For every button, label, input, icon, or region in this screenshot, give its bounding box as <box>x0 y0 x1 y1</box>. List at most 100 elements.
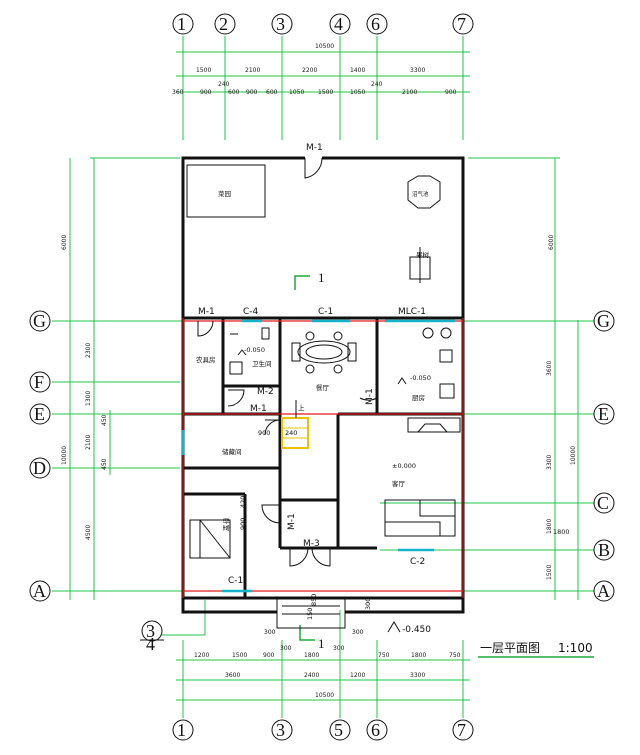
svg-text:2200: 2200 <box>302 67 317 74</box>
svg-text:360: 360 <box>172 89 184 96</box>
svg-text:一层平面图: 一层平面图 <box>480 641 540 655</box>
svg-text:240: 240 <box>285 429 297 437</box>
svg-text:1200: 1200 <box>350 672 365 679</box>
svg-text:10500: 10500 <box>315 43 334 50</box>
svg-text:1: 1 <box>318 636 325 651</box>
svg-text:M-2: M-2 <box>257 387 274 397</box>
svg-text:3300: 3300 <box>410 672 425 679</box>
svg-text:厨房: 厨房 <box>412 393 425 402</box>
door-swings <box>197 157 378 567</box>
svg-text:卧室: 卧室 <box>222 518 231 532</box>
svg-text:农具房: 农具房 <box>196 355 216 364</box>
svg-text:10500: 10500 <box>315 692 334 699</box>
svg-text:M-3: M-3 <box>303 539 320 549</box>
svg-text:1800: 1800 <box>304 652 319 659</box>
svg-text:6: 6 <box>371 720 380 740</box>
svg-text:10000: 10000 <box>570 446 577 465</box>
svg-text:3600: 3600 <box>225 672 240 679</box>
side-dimension-lines <box>69 158 579 600</box>
svg-text:果树: 果树 <box>416 250 430 259</box>
svg-text:300: 300 <box>333 645 345 652</box>
axis-label: 1 <box>177 14 186 34</box>
dining-table <box>291 331 357 374</box>
svg-text:C-1: C-1 <box>228 576 243 586</box>
svg-text:M-1: M-1 <box>198 307 215 317</box>
svg-text:900: 900 <box>258 429 270 437</box>
svg-text:A: A <box>33 581 46 601</box>
horizontal-grid-lines <box>52 157 600 592</box>
svg-text:沼气池: 沼气池 <box>412 190 429 198</box>
stair: 240 上 <box>281 400 309 449</box>
toilet-fixtures <box>229 327 270 375</box>
svg-text:850: 850 <box>310 594 318 606</box>
axis-label: 7 <box>457 14 466 34</box>
svg-text:2100: 2100 <box>85 435 92 450</box>
svg-text:900: 900 <box>263 652 275 659</box>
windows <box>181 319 455 593</box>
bottom-dimension-text: 1200 1500 900 300 1800 300 750 1800 750 … <box>194 629 461 699</box>
svg-text:-0.050: -0.050 <box>244 346 265 354</box>
axis-label: 6 <box>371 14 380 34</box>
svg-text:450: 450 <box>101 458 108 470</box>
svg-text:240: 240 <box>218 81 230 88</box>
svg-text:7: 7 <box>457 720 466 740</box>
svg-text:3600: 3600 <box>546 361 553 376</box>
axis-label: 2 <box>219 14 228 34</box>
svg-text:E: E <box>598 404 609 424</box>
svg-text:M-1: M-1 <box>306 143 323 153</box>
interior-walls <box>183 318 463 598</box>
svg-text:C-4: C-4 <box>243 307 259 317</box>
svg-text:3300: 3300 <box>546 455 553 470</box>
axis-label: 3 <box>276 14 285 34</box>
axis-bubbles-top: 1 2 3 4 6 7 <box>172 13 474 35</box>
svg-text:2300: 2300 <box>85 343 92 358</box>
svg-text:2100: 2100 <box>402 89 417 96</box>
axis-bubbles-right: G E C B A <box>593 310 615 602</box>
svg-text:900: 900 <box>246 89 258 96</box>
svg-text:1200: 1200 <box>194 652 209 659</box>
svg-text:10000: 10000 <box>61 446 68 465</box>
svg-text:A: A <box>597 581 610 601</box>
svg-text:卫生间: 卫生间 <box>252 359 272 368</box>
axis-label: 4 <box>334 14 343 34</box>
vertical-grid-lines <box>182 36 464 718</box>
svg-text:600: 600 <box>228 89 240 96</box>
svg-text:1050: 1050 <box>350 89 365 96</box>
bed <box>189 519 231 559</box>
svg-text:3300: 3300 <box>410 67 425 74</box>
sofa <box>384 499 456 537</box>
svg-text:B: B <box>598 540 610 560</box>
svg-text:菜园: 菜园 <box>218 189 231 198</box>
svg-text:MLC-1: MLC-1 <box>398 307 426 317</box>
svg-text:900: 900 <box>445 89 457 96</box>
svg-text:3: 3 <box>276 720 285 740</box>
svg-text:1500: 1500 <box>318 89 333 96</box>
svg-text:2100: 2100 <box>245 67 260 74</box>
svg-text:-0.050: -0.050 <box>410 374 431 382</box>
svg-text:M-1: M-1 <box>287 513 297 530</box>
svg-text:1400: 1400 <box>350 67 365 74</box>
svg-text:300: 300 <box>352 629 364 636</box>
kitchen-fixtures <box>407 327 461 433</box>
top-dimension-text: 10500 1500 2100 2200 1400 3300 360 900 2… <box>172 43 457 96</box>
svg-text:300: 300 <box>280 645 292 652</box>
room-labels: 菜园 沼气池 果树 农具房 卫生间 餐厅 厨房 储藏间 客厅 卧室 <box>196 189 430 532</box>
svg-text:4: 4 <box>146 634 155 654</box>
door-labels: M-1 C-4 C-1 M-1 MLC-1 M-2 M-1 M-1 M-1 M-… <box>198 143 426 586</box>
svg-text:900: 900 <box>200 89 212 96</box>
svg-text:450: 450 <box>101 414 108 426</box>
svg-text:4500: 4500 <box>85 525 92 540</box>
svg-text:1500: 1500 <box>546 565 553 580</box>
svg-text:F: F <box>34 372 44 392</box>
svg-text:1300: 1300 <box>85 391 92 406</box>
level-marks: -0.050 -0.050 ±0.000 -0.450 <box>237 346 431 635</box>
svg-text:5: 5 <box>334 720 343 740</box>
svg-text:储藏间: 储藏间 <box>222 447 242 456</box>
svg-text:600: 600 <box>266 89 278 96</box>
svg-text:G: G <box>597 311 610 331</box>
svg-text:C: C <box>597 493 609 513</box>
svg-text:240: 240 <box>371 81 383 88</box>
drawing-title: 一层平面图 1:100 <box>478 641 594 658</box>
section-marks: 1 1 <box>294 270 325 651</box>
svg-text:-0.450: -0.450 <box>402 625 431 635</box>
